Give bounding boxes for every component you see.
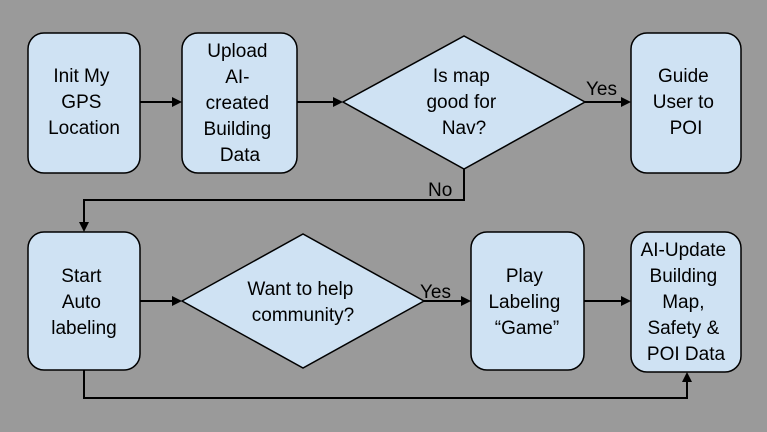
arrowhead [682,372,692,382]
node-ai-update: AI-Update Building Map, Safety & POI Dat… [630,231,742,373]
node-text: Guide User to POI [653,66,720,139]
connectors [79,97,692,399]
node-text: Is map good for Nav? [426,66,501,139]
arrowhead [461,296,471,306]
node-text: Play Labeling “Game” [488,266,565,339]
edge-label-map-yes: Yes [586,79,617,100]
node-text: AI-Update Building Map, Safety & POI Dat… [641,240,732,365]
arrow-autolabel-to-update [83,370,688,399]
node-map-good-decision: Is map good for Nav? [341,35,587,170]
edge-label-help-yes: Yes [420,282,451,303]
arrowhead [172,296,182,306]
node-upload-data: Upload AI- created Building Data [181,32,298,174]
node-text: Upload AI- created Building Data [204,41,277,166]
node-help-community-decision: Want to help community? [180,233,426,369]
node-play-labeling-game: Play Labeling “Game” [470,231,585,371]
node-text: Start Auto labeling [51,266,117,339]
arrowhead [79,222,89,232]
arrowhead [172,97,182,107]
node-auto-labeling: Start Auto labeling [27,231,141,371]
node-init-gps: Init My GPS Location [27,32,141,174]
node-guide-user: Guide User to POI [630,32,742,174]
node-text: Init My GPS Location [48,66,120,139]
arrowhead [621,296,631,306]
arrowhead [333,97,343,107]
arrowhead [621,97,631,107]
edge-label-map-no: No [428,180,452,201]
node-text: Want to help community? [247,279,358,326]
arrow-decision-no-to-autolabel [83,169,465,223]
